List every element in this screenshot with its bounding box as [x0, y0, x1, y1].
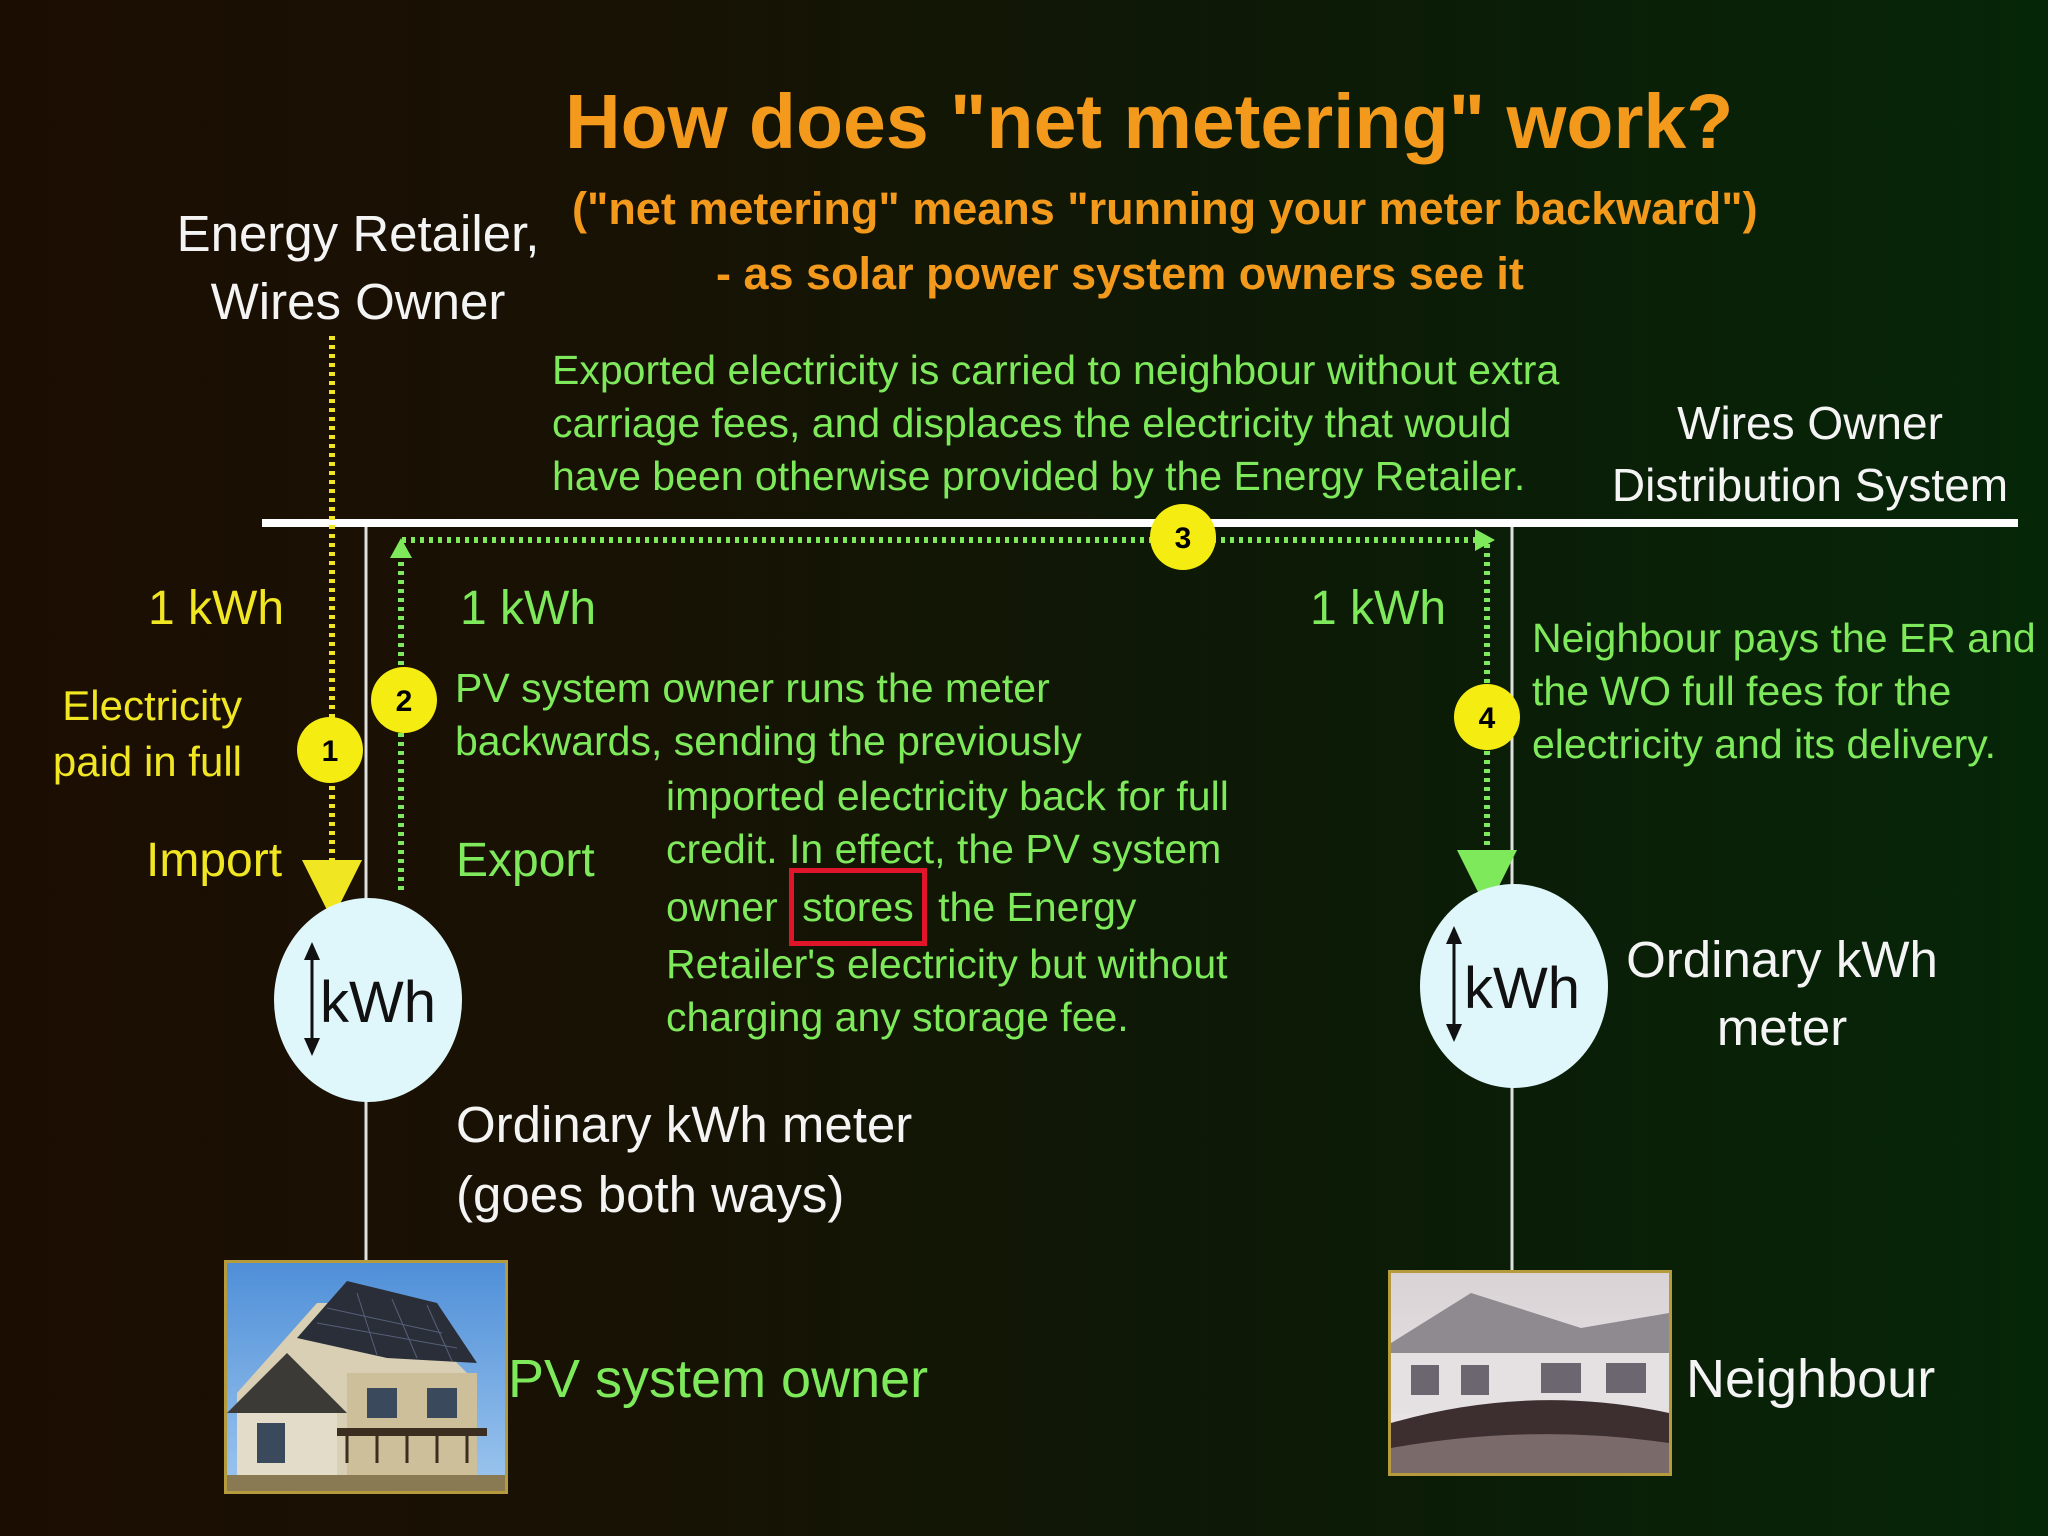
distribution-line-1: Wires Owner — [1677, 397, 1943, 449]
export-kwh-label: 1 kWh — [460, 582, 597, 635]
neighbour-note-line: electricity and its delivery. — [1532, 721, 1997, 767]
pv-explanation-line: PV system owner runs the meter — [455, 665, 1050, 711]
pv-owner-explanation-continued: imported electricity back for full credi… — [666, 770, 1229, 1044]
meter-unit-label: kWh — [320, 970, 436, 1035]
stores-suffix: the Energy — [938, 884, 1137, 930]
distribution-system-label: Wires Owner Distribution System — [1590, 392, 2030, 516]
step-number: 1 — [322, 735, 339, 768]
right-meter-line-2: meter — [1716, 999, 1848, 1056]
pv-owner-house-photo — [224, 1260, 508, 1494]
subtitle-line-1: ("net metering" means "running your mete… — [572, 183, 1758, 234]
step-number: 3 — [1175, 522, 1192, 555]
distribution-line-2: Distribution System — [1611, 459, 2009, 511]
pv-system-owner-label: PV system owner — [508, 1349, 929, 1409]
export-arrow-head-up — [390, 538, 412, 558]
pv-explanation-line: Retailer's electricity but without — [666, 941, 1228, 987]
pv-explanation-stores-line: owner stores the Energy — [666, 868, 1229, 946]
right-meter-label: Ordinary kWh meter — [1602, 926, 1962, 1062]
pv-explanation-line: backwards, sending the previously — [455, 718, 1082, 764]
step-number: 2 — [396, 685, 413, 718]
import-kwh-label: 1 kWh — [148, 582, 285, 635]
exported-note-line: carriage fees, and displaces the electri… — [552, 400, 1512, 446]
neighbour-kwh-meter: kWh — [1420, 884, 1608, 1088]
stores-prefix: owner — [666, 884, 778, 930]
energy-retailer-line-1: Energy Retailer, — [176, 205, 540, 262]
step-marker-4: 4 — [1454, 684, 1520, 750]
exported-note-line: Exported electricity is carried to neigh… — [552, 347, 1560, 393]
paid-in-full-label: Electricity paid in full — [42, 678, 242, 790]
step-number: 4 — [1479, 702, 1496, 735]
pv-owner-explanation: PV system owner runs the meter backwards… — [455, 662, 1082, 768]
paid-in-full-line-1: Electricity — [62, 682, 242, 729]
neighbour-label: Neighbour — [1686, 1349, 1936, 1409]
pv-explanation-line: credit. In effect, the PV system — [666, 826, 1222, 872]
export-label: Export — [456, 834, 595, 887]
pv-house-illustration — [227, 1281, 505, 1491]
neighbour-house-illustration — [1391, 1293, 1669, 1473]
page-title: How does "net metering" work? — [565, 79, 1734, 165]
import-label: Import — [146, 834, 283, 887]
right-meter-line-1: Ordinary kWh — [1626, 931, 1938, 988]
neighbour-house-photo — [1388, 1270, 1672, 1476]
neighbour-note-line: the WO full fees for the — [1532, 668, 1952, 714]
pv-explanation-line: charging any storage fee. — [666, 994, 1129, 1040]
exported-note-line: have been otherwise provided by the Ener… — [552, 453, 1526, 499]
step-marker-2: 2 — [371, 667, 437, 733]
left-meter-line-2: (goes both ways) — [456, 1166, 845, 1223]
neighbour-pays-note: Neighbour pays the ER and the WO full fe… — [1532, 612, 2036, 771]
step-marker-3: 3 — [1150, 504, 1216, 570]
energy-retailer-label: Energy Retailer, Wires Owner — [168, 200, 548, 336]
step-marker-1: 1 — [297, 717, 363, 783]
energy-retailer-line-2: Wires Owner — [210, 273, 506, 330]
exported-electricity-note: Exported electricity is carried to neigh… — [552, 344, 1559, 503]
left-meter-line-1: Ordinary kWh meter — [456, 1096, 913, 1153]
pv-explanation-line: imported electricity back for full — [666, 773, 1229, 819]
subtitle-line-2: - as solar power system owners see it — [716, 248, 1524, 299]
export-arrow-head-right — [1475, 529, 1495, 551]
stores-highlight: stores — [789, 868, 927, 946]
bidirectional-kwh-meter: kWh — [274, 898, 462, 1102]
neighbour-kwh-label: 1 kWh — [1310, 582, 1447, 635]
meter-unit-label: kWh — [1464, 956, 1580, 1021]
neighbour-note-line: Neighbour pays the ER and — [1532, 615, 2036, 661]
left-meter-label: Ordinary kWh meter (goes both ways) — [456, 1090, 912, 1230]
paid-in-full-line-2: paid in full — [52, 738, 242, 785]
